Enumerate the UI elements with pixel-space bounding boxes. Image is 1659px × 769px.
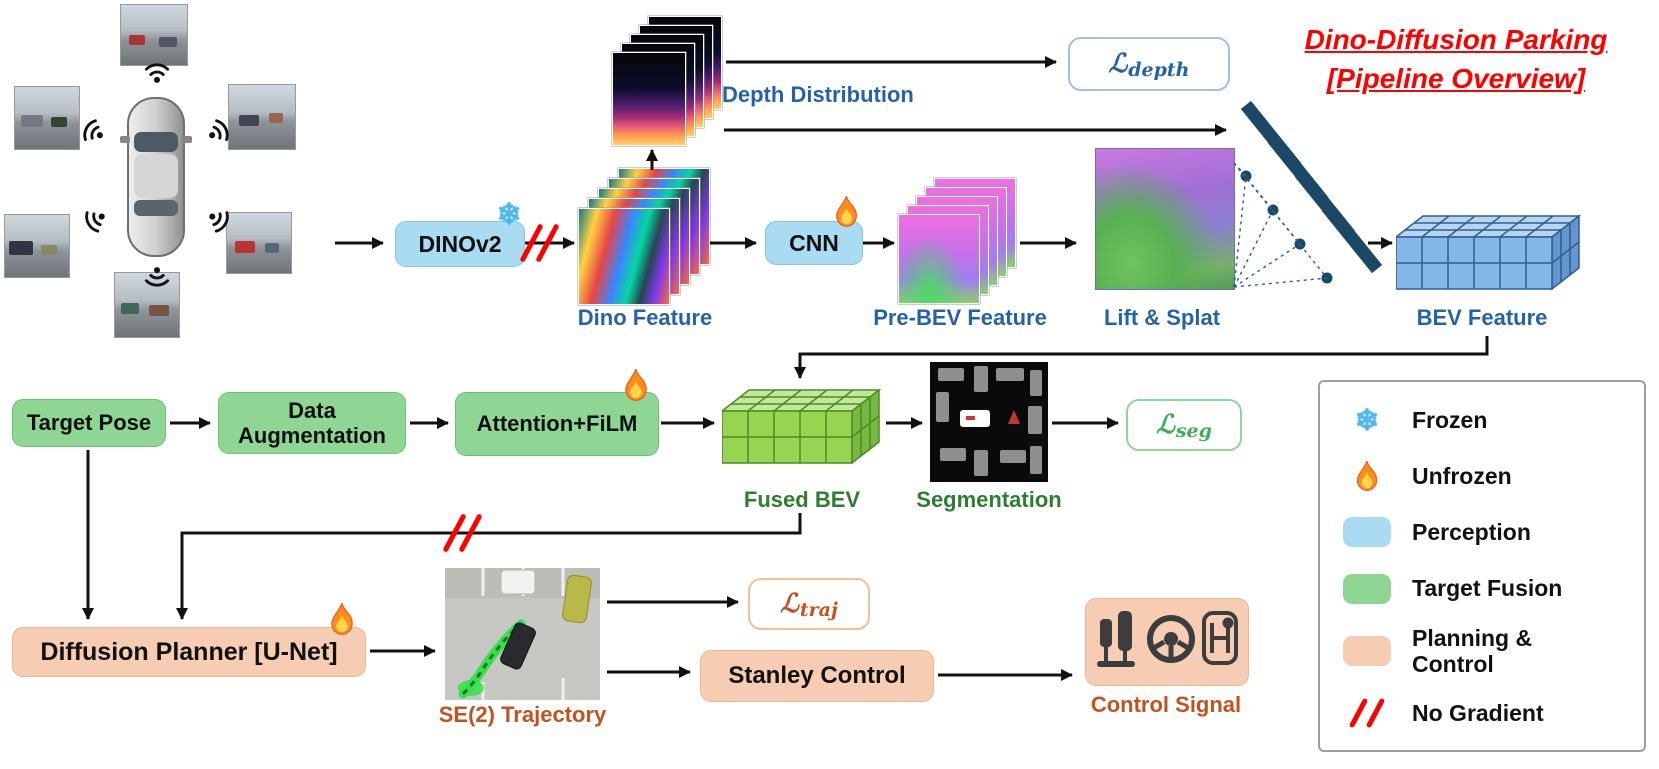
pre-bev-feature-label: Pre-BEV Feature — [873, 305, 1047, 330]
fused-bev-cube — [722, 389, 882, 465]
steering-wheel-icon — [1147, 615, 1195, 663]
lift-splat-image — [1095, 148, 1235, 290]
attention-film-box: Attention+FiLM — [455, 392, 659, 456]
depth-distribution-stack — [612, 16, 722, 146]
feature-layer — [898, 214, 980, 304]
control-signal-label: Control Signal — [1090, 692, 1242, 717]
no-gradient-icon — [1365, 697, 1386, 729]
snowflake-icon: ❄ — [497, 199, 522, 231]
bev-feature-cube — [1396, 214, 1582, 291]
wifi-icon — [141, 58, 173, 84]
flame-icon — [622, 368, 650, 402]
splat-pillars — [1240, 100, 1383, 274]
control-signal-box — [1085, 598, 1249, 686]
camera-image-front — [120, 4, 188, 66]
wifi-icon — [141, 266, 173, 292]
target-pose-box: Target Pose — [12, 399, 166, 447]
no-gradient-icon — [1348, 697, 1369, 729]
splat-points — [1240, 170, 1333, 284]
legend-item-unfrozen: Unfrozen — [1338, 456, 1644, 496]
feature-layer — [578, 208, 670, 305]
ego-car-top-view — [120, 97, 192, 257]
legend-label: Unfrozen — [1412, 463, 1512, 490]
feature-layer — [612, 52, 686, 146]
planning-control-swatch — [1343, 636, 1391, 667]
loss-symbol: ℒ — [1156, 410, 1175, 440]
diagram-title: Dino-Diffusion Parking [Pipeline Overvie… — [1263, 20, 1649, 98]
loss-seg-sub: seg — [1175, 420, 1212, 442]
segmentation-image — [930, 362, 1048, 482]
flame-icon — [1354, 460, 1380, 492]
dinov2-box: DINOv2 — [395, 221, 525, 267]
title-line-1: Dino-Diffusion Parking — [1304, 24, 1608, 55]
diffusion-planner-box: Diffusion Planner [U-Net] — [12, 627, 366, 677]
camera-image-front-left — [14, 86, 80, 150]
loss-traj-sub: traj — [799, 599, 838, 621]
perception-swatch — [1343, 517, 1391, 548]
segmentation-label: Segmentation — [916, 487, 1062, 512]
loss-depth-sub: depth — [1128, 59, 1190, 81]
legend-label: Target Fusion — [1412, 575, 1563, 602]
fused-bev-label: Fused BEV — [743, 487, 861, 512]
dino-feature-label: Dino Feature — [577, 305, 713, 330]
dino-feature-stack — [578, 168, 710, 305]
bev-feature-label: BEV Feature — [1416, 305, 1548, 330]
lift-splat-label: Lift & Splat — [1103, 305, 1221, 330]
legend-label: Frozen — [1412, 406, 1488, 433]
legend-item-target-fusion: Target Fusion — [1338, 569, 1644, 609]
se2-trajectory-label: SE(2) Trajectory — [438, 702, 607, 727]
target-fusion-swatch — [1343, 573, 1391, 604]
pedals-icon — [1097, 611, 1135, 667]
loss-symbol: ℒ — [780, 589, 799, 619]
flame-icon — [328, 602, 356, 636]
legend-item-planning-control: Planning & Control — [1338, 625, 1644, 678]
camera-image-rear-right — [226, 212, 292, 274]
camera-image-rear-left — [4, 214, 70, 278]
data-augmentation-box: Data Augmentation — [218, 392, 406, 454]
wifi-icon — [75, 201, 114, 242]
control-signal-icons — [1097, 611, 1238, 667]
camera-image-front-right — [228, 84, 296, 150]
cnn-box: CNN — [765, 221, 863, 265]
stanley-control-box: Stanley Control — [700, 650, 934, 702]
legend-label: Perception — [1412, 519, 1531, 546]
legend-item-no-gradient: No Gradient — [1338, 694, 1644, 732]
snowflake-icon: ❄ — [1354, 404, 1380, 437]
pre-bev-feature-stack — [898, 178, 1016, 304]
flame-icon — [833, 195, 860, 228]
frustum-rays — [1233, 162, 1328, 288]
legend-item-perception: Perception — [1338, 512, 1644, 552]
depth-distribution-label: Depth Distribution — [722, 82, 914, 107]
legend: ❄ Frozen Unfrozen Perception Target Fusi… — [1318, 380, 1646, 752]
loss-symbol: ℒ — [1108, 49, 1128, 79]
legend-label: No Gradient — [1412, 699, 1544, 726]
gear-shifter-icon — [1202, 611, 1238, 665]
title-line-2: [Pipeline Overview] — [1326, 63, 1586, 95]
legend-label: Planning & Control — [1412, 624, 1533, 678]
se2-trajectory-image — [445, 568, 600, 700]
legend-item-frozen: ❄ Frozen — [1338, 400, 1644, 440]
